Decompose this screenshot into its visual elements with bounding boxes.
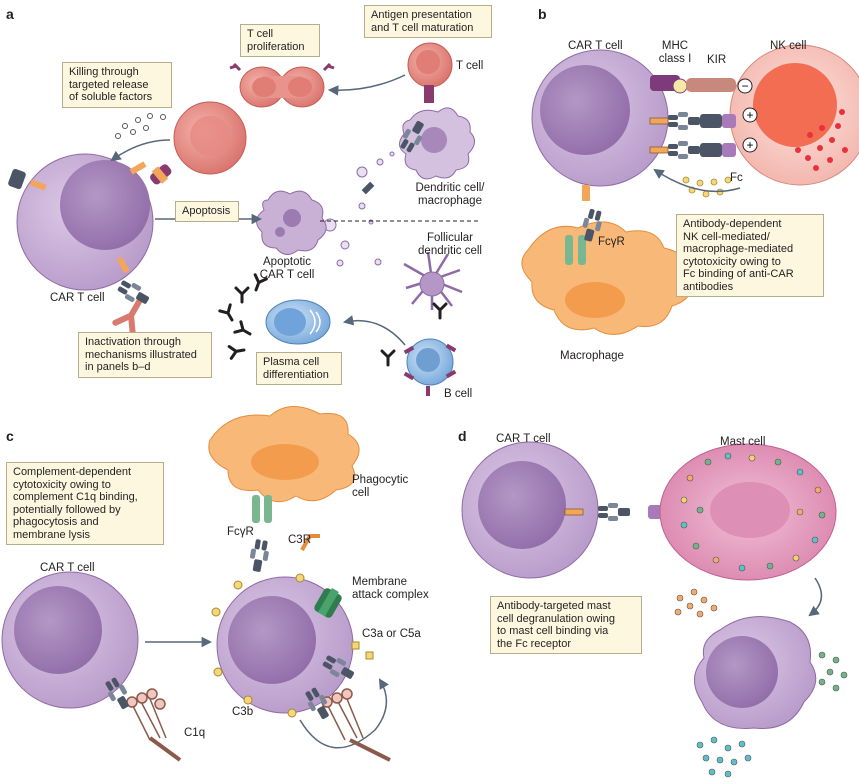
plus-sign: +	[746, 108, 753, 122]
label-c3a-c5a: C3a or C5a	[362, 628, 421, 640]
granule-icon	[680, 452, 826, 572]
granule-icon	[115, 113, 166, 139]
label-car-t-c: CAR T cell	[40, 562, 95, 574]
label-macrophage: Macrophage	[560, 350, 624, 362]
car-t-nucleus	[60, 160, 150, 250]
granule-icon	[682, 176, 732, 198]
panel-c	[1, 406, 391, 762]
label-car-t-d: CAR T cell	[496, 433, 551, 445]
granule-icon	[696, 736, 752, 778]
arrow-icon	[110, 139, 171, 162]
panel-d	[461, 441, 848, 778]
box-apoptosis: Apoptosis	[175, 201, 239, 222]
car-receptor-icon	[8, 161, 147, 274]
fcgr-receptor	[252, 495, 272, 523]
label-c3r: C3R	[288, 534, 312, 546]
t-cell-proliferation-icon	[229, 62, 335, 108]
fcgr-receptor	[565, 235, 586, 265]
label-fcgr-b: FcγR	[598, 236, 625, 248]
panel-letter-c: c	[6, 428, 14, 444]
apoptotic-car-t-cell	[256, 190, 327, 255]
panel-letter-b: b	[538, 6, 547, 22]
c3a-c5a-icon	[351, 641, 374, 660]
panel-a	[8, 42, 480, 396]
label-c1q: C1q	[184, 727, 206, 739]
granule-icon	[674, 588, 718, 618]
label-car-t-a: CAR T cell	[50, 292, 105, 304]
label-car-t-b: CAR T cell	[568, 40, 623, 52]
c1q-complex	[126, 688, 391, 762]
label-t-cell: T cell	[456, 60, 484, 72]
label-fcgr-c: FcγR	[227, 526, 254, 538]
granule-icon	[818, 651, 848, 692]
arrow-icon	[653, 168, 741, 193]
panel-letter-a: a	[6, 6, 14, 22]
membrane-attack-complex	[314, 588, 342, 618]
granule-icon	[795, 109, 848, 171]
antibody-icon	[403, 343, 457, 396]
plus-sign-2: +	[746, 138, 753, 152]
plus-sign-icon	[742, 107, 758, 123]
antibody-icon	[112, 297, 143, 336]
minus-sign: −	[741, 79, 748, 93]
c3r-receptor	[300, 534, 320, 551]
label-b-cell: B cell	[444, 388, 473, 400]
arrow-icon	[327, 74, 406, 96]
minus-sign-icon	[737, 78, 753, 94]
label-fc: Fc	[730, 172, 743, 184]
arrow-icon	[342, 315, 406, 346]
arrow-icon	[299, 678, 389, 749]
panel-b: − + +	[521, 44, 859, 335]
label-c3b: C3b	[232, 706, 254, 718]
label-kir: KIR	[707, 54, 727, 66]
antibody-cluster	[218, 273, 268, 360]
macrophage	[521, 221, 692, 335]
c3b-icon	[211, 573, 305, 718]
arrow-icon	[808, 577, 823, 617]
label-mast-cell: Mast cell	[720, 436, 766, 448]
label-dendritic: Dendritic cell/macrophage	[415, 182, 485, 207]
label-nk-cell: NK cell	[770, 40, 807, 52]
panel-letter-d: d	[458, 428, 467, 444]
plus-sign-icon	[742, 137, 758, 153]
follicular-dendritic-cell	[403, 251, 463, 310]
